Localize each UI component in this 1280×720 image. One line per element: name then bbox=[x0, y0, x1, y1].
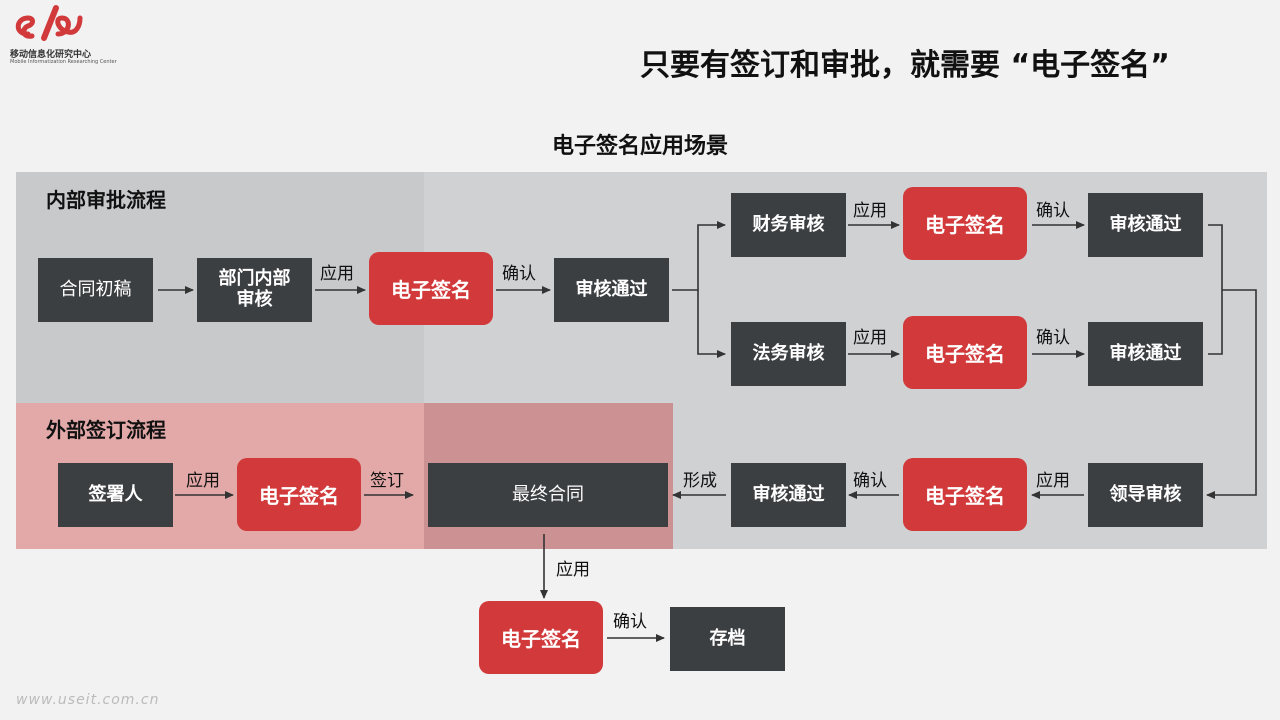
label-apply: 应用 bbox=[186, 471, 220, 491]
label-confirm: 确认 bbox=[613, 612, 647, 632]
node-approved-1: 审核通过 bbox=[554, 258, 669, 322]
page-headline: 只要有签订和审批，就需要 “电子签名” bbox=[640, 48, 1170, 83]
node-final-contract: 最终合同 bbox=[428, 463, 668, 527]
node-finance-review: 财务审核 bbox=[731, 193, 846, 257]
node-legal-review: 法务审核 bbox=[731, 322, 846, 386]
label-apply: 应用 bbox=[320, 264, 354, 284]
label-form: 形成 bbox=[683, 471, 717, 491]
external-process-title: 外部签订流程 bbox=[46, 418, 166, 442]
e-signature-node-leader: 电子签名 bbox=[903, 458, 1027, 531]
node-contract-draft: 合同初稿 bbox=[38, 258, 153, 322]
e-signature-node-signer: 电子签名 bbox=[237, 458, 361, 531]
node-leader-review: 领导审核 bbox=[1088, 463, 1203, 527]
label-apply: 应用 bbox=[853, 201, 887, 221]
node-approved-legal: 审核通过 bbox=[1088, 322, 1203, 386]
logo-name-en: Mobile Informatization Researching Cente… bbox=[10, 59, 117, 65]
internal-process-title: 内部审批流程 bbox=[46, 188, 166, 212]
label-apply: 应用 bbox=[556, 560, 590, 580]
diagram-subtitle: 电子签名应用场景 bbox=[551, 134, 728, 159]
label-confirm: 确认 bbox=[1036, 328, 1070, 348]
e-signature-node-legal: 电子签名 bbox=[903, 316, 1027, 389]
logo-icon bbox=[15, 5, 83, 41]
node-signer: 签署人 bbox=[58, 463, 173, 527]
label-confirm: 确认 bbox=[502, 264, 536, 284]
node-archive: 存档 bbox=[670, 607, 785, 671]
watermark: www.useit.com.cn bbox=[16, 692, 160, 708]
label-confirm: 确认 bbox=[1036, 201, 1070, 221]
e-signature-node-1: 电子签名 bbox=[369, 252, 493, 325]
node-approved-finance: 审核通过 bbox=[1088, 193, 1203, 257]
e-signature-node-archive: 电子签名 bbox=[479, 601, 603, 674]
node-approved-leader: 审核通过 bbox=[731, 463, 846, 527]
label-apply: 应用 bbox=[853, 328, 887, 348]
node-dept-review: 部门内部 审核 bbox=[197, 258, 312, 322]
logo-name-cn: 移动信息化研究中心 bbox=[10, 50, 92, 60]
label-apply: 应用 bbox=[1036, 471, 1070, 491]
e-signature-node-finance: 电子签名 bbox=[903, 187, 1027, 260]
label-sign: 签订 bbox=[370, 471, 404, 491]
label-confirm: 确认 bbox=[853, 471, 887, 491]
